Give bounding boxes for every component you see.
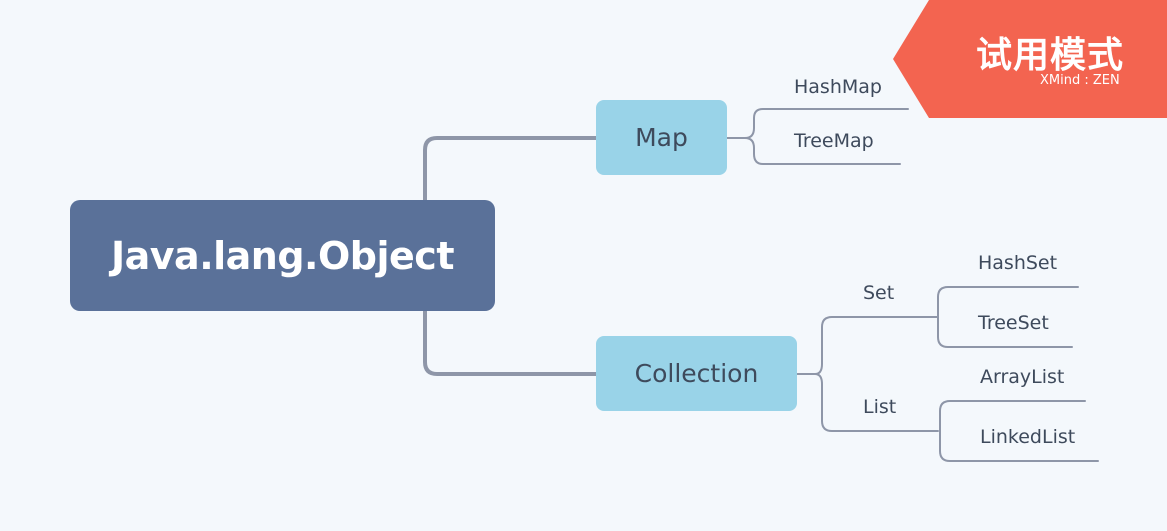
link-collection-list (796, 373, 939, 432)
link-collection-set (796, 316, 939, 375)
topic-map[interactable]: Map (596, 100, 727, 175)
subtopic-linkedlist[interactable]: LinkedList (980, 426, 1076, 448)
trial-mode-badge[interactable] (893, 0, 1167, 118)
topic-collection[interactable]: Collection (596, 336, 797, 411)
root-label: Java.lang.Object (111, 233, 454, 278)
link-list-linkedlist (939, 430, 1099, 462)
link-set-hashset (937, 286, 1079, 318)
subtopic-hashset[interactable]: HashSet (978, 252, 1058, 274)
topic-collection-label: Collection (634, 359, 759, 388)
subtopic-hashmap[interactable]: HashMap (794, 76, 882, 98)
link-map-treemap (726, 137, 901, 165)
root-node[interactable]: Java.lang.Object (70, 200, 495, 311)
badge-title: 试用模式 (976, 35, 1125, 76)
subtopic-arraylist[interactable]: ArrayList (980, 366, 1065, 388)
subtopic-treemap[interactable]: TreeMap (794, 130, 874, 152)
link-root-collection (423, 309, 598, 376)
topic-map-label: Map (635, 123, 688, 152)
link-root-map (423, 136, 598, 202)
link-list-arraylist (939, 400, 1086, 432)
badge-subtitle: XMind : ZEN (1040, 73, 1120, 88)
link-set-treeset (937, 316, 1073, 348)
subtopic-set[interactable]: Set (863, 282, 895, 304)
subtopic-list[interactable]: List (863, 396, 897, 418)
subtopic-treeset[interactable]: TreeSet (978, 312, 1049, 334)
